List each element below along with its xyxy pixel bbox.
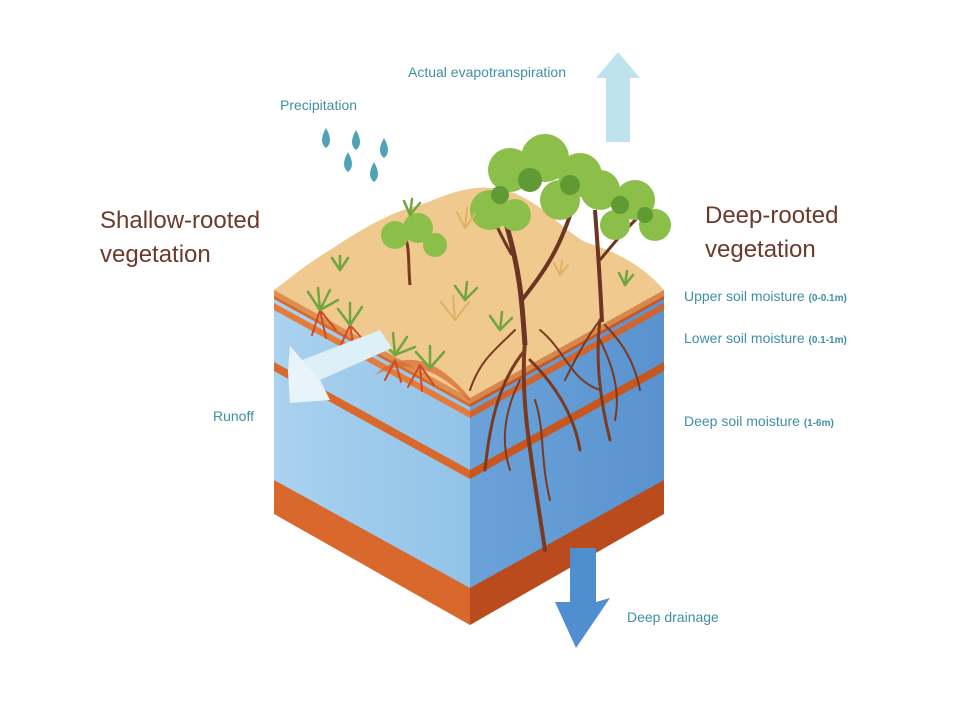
upper-soil-moisture-label: Upper soil moisture (0-0.1m) <box>684 288 847 304</box>
grass-tufts <box>306 197 635 370</box>
raindrop-icon <box>344 152 352 172</box>
raindrop-icon <box>380 138 388 158</box>
raindrop-icon <box>352 130 360 150</box>
deep-rooted-tree-right <box>580 170 671 323</box>
dry-grass-tufts <box>440 207 569 321</box>
deep-rooted-line2: vegetation <box>705 236 816 263</box>
shallow-rooted-line2: vegetation <box>100 241 211 268</box>
deep-rooted-title: Deep-rooted vegetation <box>705 199 838 267</box>
lower-soil-moisture-label: Lower soil moisture (0.1-1m) <box>684 330 847 346</box>
layer-range: (0.1-1m) <box>808 335 847 346</box>
raindrop-icon <box>370 162 378 182</box>
runoff-label: Runoff <box>213 408 254 424</box>
deep-soil-moisture-label: Deep soil moisture (1-6m) <box>684 413 834 429</box>
small-tree <box>381 213 447 286</box>
deep-drainage-label: Deep drainage <box>627 609 719 625</box>
deep-rooted-line1: Deep-rooted <box>705 202 839 229</box>
precipitation-label: Precipitation <box>280 97 358 113</box>
deep-roots <box>469 318 641 552</box>
layer-range: (1-6m) <box>803 418 834 429</box>
raindrop-icon <box>322 128 330 148</box>
precipitation-drops <box>322 128 388 182</box>
evapotranspiration-arrow-icon <box>596 52 640 142</box>
drainage-arrow-icon <box>555 548 610 648</box>
layer-name: Lower soil moisture <box>684 330 805 346</box>
evapotranspiration-label: Actual evapotranspiration <box>408 64 566 80</box>
layer-name: Upper soil moisture <box>684 288 805 304</box>
layer-name: Deep soil moisture <box>684 413 800 429</box>
shallow-rooted-line1: Shallow-rooted <box>100 207 261 234</box>
deep-rooted-tree-left <box>470 134 602 346</box>
shallow-roots <box>311 309 435 392</box>
layer-range: (0-0.1m) <box>808 293 847 304</box>
shallow-rooted-title: Shallow-rooted vegetation <box>100 204 260 272</box>
